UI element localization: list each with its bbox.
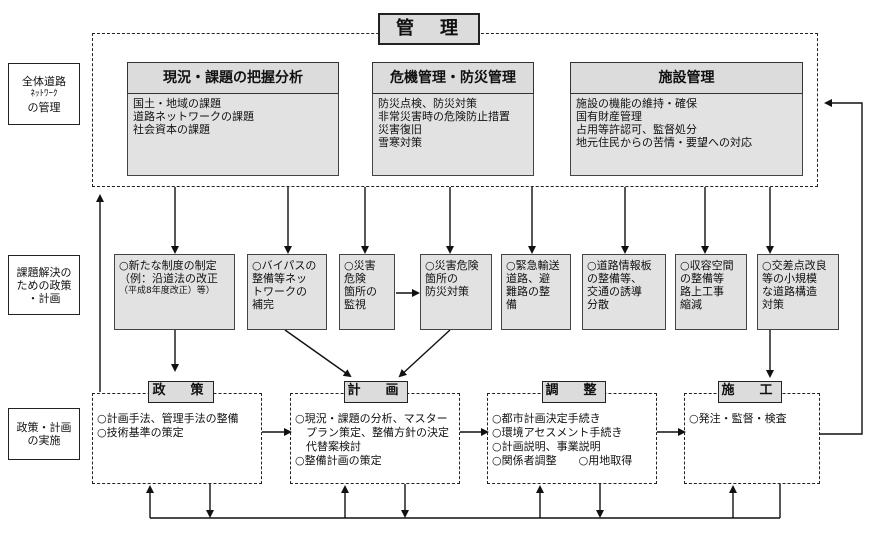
chousei-item: ○環境アセスメント手続き [492, 426, 623, 439]
policy-line: ○緊急輸送 [506, 259, 560, 272]
facility-item: 施設の機能の維持・確保 [576, 97, 697, 110]
row-label-line: 課題解決の [16, 265, 72, 279]
policy-cell-disaster-measures: ○災害危険 箇所の 防災対策 [420, 254, 492, 330]
policy-line: 路上工事 [680, 285, 724, 298]
policy-line: ○新たな制度の制定 [119, 259, 217, 272]
analysis-header: 現況・課題の把握分析 [127, 62, 339, 94]
keikaku-item: プラン策定、整備方針の決定 [295, 426, 449, 439]
seisaku-title: 政 策 [148, 381, 214, 403]
crisis-item: 雪寒対策 [378, 136, 422, 149]
policy-line: ○災害 [344, 259, 376, 272]
policy-cell-intersection: ○交差点改良 等の小規模 な道路構造 対策 [757, 254, 839, 330]
keikaku-item: ○現況・課題の分析、マスター [295, 412, 448, 425]
policy-line: 箇所の [425, 272, 458, 285]
keikaku-title: 計 画 [344, 381, 408, 403]
policy-line: ○道路情報板 [587, 259, 652, 272]
policy-cell-capacity: ○収容空間 の整備等 路上工事 縮減 [675, 254, 747, 330]
seko-frame: ○発注・監督・検査 [684, 393, 820, 484]
chousei-item: ○関係者調整 ○用地取得 [492, 454, 633, 467]
seisaku-item: ○計画手法、管理手法の整備 [97, 412, 239, 425]
policy-cell-emergency-road: ○緊急輸送 道路、避 難路の整 備 [501, 254, 571, 330]
row-label-line: ための政策 [16, 278, 72, 292]
facility-header: 施設管理 [570, 62, 803, 94]
crisis-item: 非常災害時の危険防止措置 [378, 110, 510, 123]
chousei-item: ○都市計画決定手続き [492, 412, 601, 425]
policy-line: 対策 [762, 298, 784, 311]
analysis-item: 社会資本の課題 [133, 123, 210, 136]
policy-cell-road-info: ○道路情報板 の整備等、 交通の誘導 分散 [582, 254, 666, 330]
facility-item: 占用等許認可、監督処分 [576, 123, 697, 136]
row-label-line: の実施 [27, 434, 61, 447]
row-label-implementation: 政策・計画 の実施 [8, 408, 80, 460]
seko-item: ○発注・監督・検査 [689, 412, 787, 425]
facility-item: 地元住民からの苦情・要望への対応 [576, 136, 752, 149]
policy-line: 補完 [252, 298, 274, 311]
crisis-header: 危機管理・防災管理 [372, 62, 534, 94]
row-label-line: の管理 [27, 100, 61, 114]
row-label-policy: 課題解決の ための政策 ・計画 [8, 255, 80, 315]
policy-line: 縮減 [680, 298, 702, 311]
policy-line: 備 [506, 298, 517, 311]
row-label-line: ・計画 [27, 291, 61, 305]
policy-cell-bypass: ○バイパスの 整備等ネッ トワークの 補完 [247, 254, 327, 330]
analysis-item: 道路ネットワークの課題 [133, 110, 254, 123]
chousei-frame: ○都市計画決定手続き ○環境アセスメント手続き ○計画説明、事業説明 ○関係者調… [487, 393, 657, 484]
keikaku-item: 代替案検討 [295, 440, 361, 453]
management-title: 管 理 [378, 13, 480, 45]
policy-cell-new-system: ○新たな制度の制定 （例：沿道法の改正 （平成8年度改正）等） [114, 254, 235, 330]
policy-line: 交通の誘導 [587, 285, 642, 298]
seisaku-item: ○技術基準の策定 [97, 426, 184, 439]
policy-line: 防災対策 [425, 285, 469, 298]
policy-line: 等の小規模 [762, 272, 817, 285]
facility-body: 施設の機能の維持・確保 国有財産管理 占用等許認可、監督処分 地元住民からの苦情… [570, 94, 803, 176]
policy-line: 道路、避 [506, 272, 550, 285]
seisaku-frame: ○計画手法、管理手法の整備 ○技術基準の策定 [92, 393, 262, 484]
policy-line: の整備等 [680, 272, 724, 285]
policy-line: ○交差点改良 [762, 259, 827, 272]
keikaku-item: ○整備計画の策定 [295, 454, 382, 467]
crisis-item: 災害復旧 [378, 123, 422, 136]
policy-line: トワークの [252, 285, 307, 298]
chousei-title: 調 整 [542, 381, 606, 403]
facility-item: 国有財産管理 [576, 110, 642, 123]
policy-line: 監視 [344, 298, 366, 311]
policy-line: 分散 [587, 298, 609, 311]
policy-line: 箇所の [344, 285, 377, 298]
chousei-item: ○計画説明、事業説明 [492, 440, 601, 453]
policy-line: ○収容空間 [680, 259, 734, 272]
analysis-body: 国土・地域の課題 道路ネットワークの課題 社会資本の課題 [127, 94, 339, 176]
policy-line: （平成8年度改正）等） [119, 286, 215, 296]
analysis-item: 国土・地域の課題 [133, 97, 221, 110]
keikaku-frame: ○現況・課題の分析、マスター プラン策定、整備方針の決定 代替案検討 ○整備計画… [290, 393, 460, 484]
policy-line: 整備等ネッ [252, 272, 307, 285]
crisis-body: 防災点検、防災対策 非常災害時の危険防止措置 災害復旧 雪寒対策 [372, 94, 534, 176]
policy-line: 難路の整 [506, 285, 550, 298]
seko-title: 施 工 [718, 381, 782, 403]
policy-line: 危険 [344, 272, 366, 285]
policy-line: ○災害危険 [425, 259, 479, 272]
row-label-network: 全体道路 ﾈｯﾄﾜｰｸ の管理 [8, 63, 80, 125]
policy-line: の整備等、 [587, 272, 642, 285]
policy-line: な道路構造 [762, 285, 817, 298]
row-label-line: ﾈｯﾄﾜｰｸ [30, 88, 58, 99]
policy-cell-disaster-monitor: ○災害 危険 箇所の 監視 [339, 254, 395, 330]
row-label-line: 政策・計画 [16, 421, 72, 434]
crisis-item: 防災点検、防災対策 [378, 97, 477, 110]
row-label-line: 全体道路 [22, 74, 66, 88]
policy-line: （例：沿道法の改正 [119, 272, 218, 285]
policy-line: ○バイパスの [252, 259, 317, 272]
